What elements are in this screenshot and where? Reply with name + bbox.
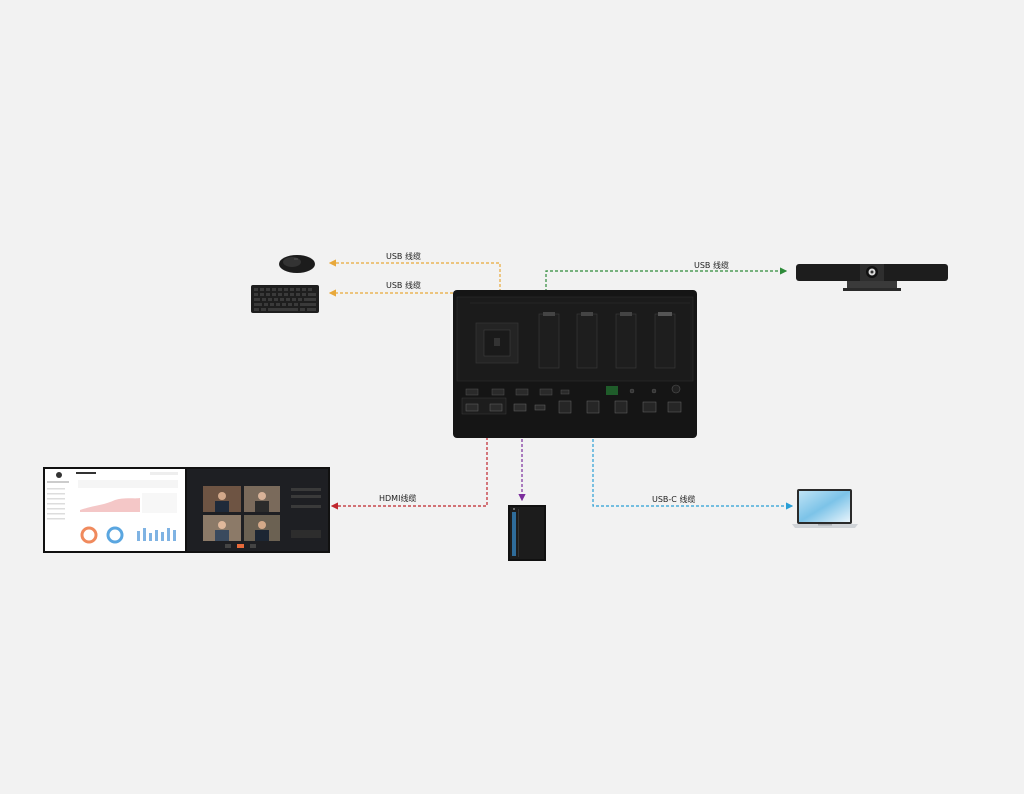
hdmi-display-label: HDMI线缆 (379, 493, 416, 503)
mouse-icon (279, 255, 315, 273)
dual-display-icon (43, 467, 330, 553)
connection-usb-keyboard: USB 线缆 (328, 280, 475, 392)
usb-mouse-label: USB 线缆 (386, 251, 421, 261)
module-card (576, 312, 598, 369)
conference-screen (187, 469, 328, 551)
module-card (538, 312, 560, 369)
module-card (654, 312, 676, 369)
usb-keyboard-label: USB 线缆 (386, 280, 421, 290)
usbc-laptop-label: USB-C 线缆 (652, 494, 695, 504)
desktop-pc-icon (508, 505, 546, 561)
dashboard-screen (45, 469, 185, 551)
expansion-slot (475, 322, 519, 364)
laptop-icon (792, 489, 858, 528)
module-card (615, 312, 637, 369)
usb-camera-label: USB 线缆 (694, 260, 729, 270)
keyboard-icon (251, 285, 319, 313)
io-port-row (461, 384, 682, 415)
control-box-icon (453, 290, 697, 438)
video-bar-camera-icon (796, 264, 948, 291)
